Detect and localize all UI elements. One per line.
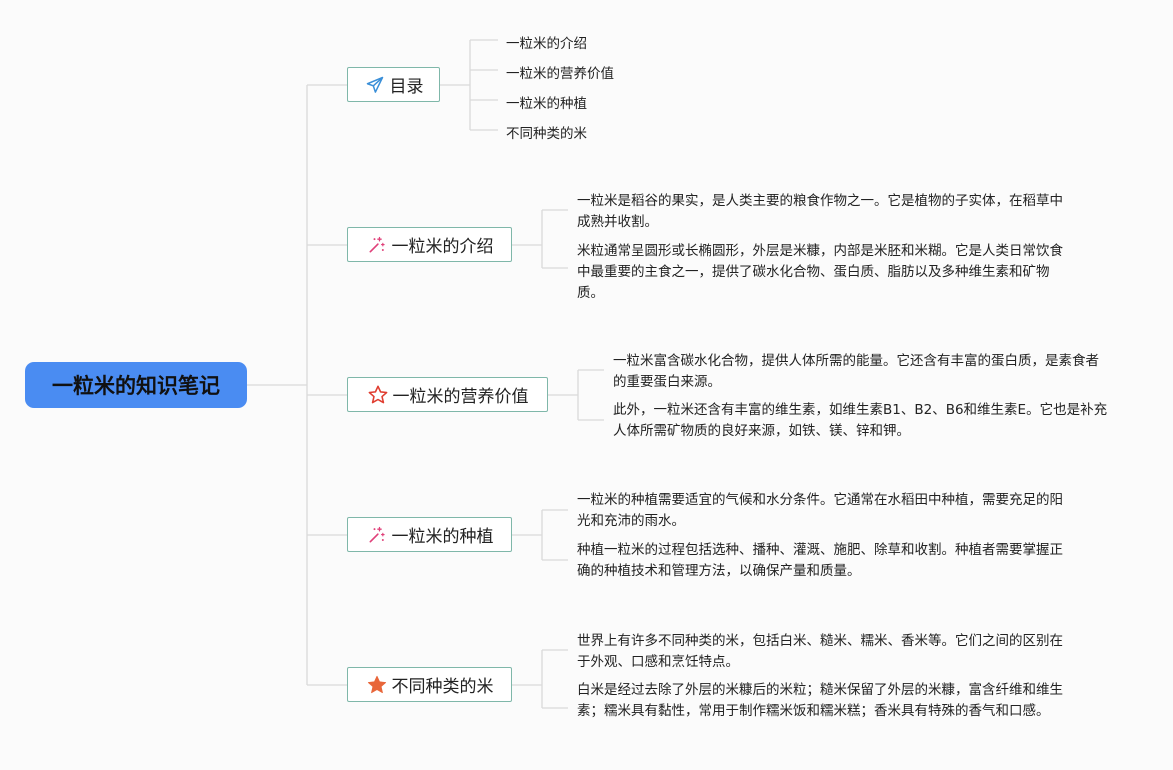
planting-paragraph-2: 种植一粒米的过程包括选种、播种、灌溉、施肥、除草和收割。种植者需要掌握正确的种植… xyxy=(577,542,1063,579)
topic-varieties-label: 不同种类的米 xyxy=(391,677,494,697)
intro-paragraph-1: 一粒米是稻谷的果实，是人类主要的粮食作物之一。它是植物的子实体，在稻草中成熟并收… xyxy=(577,193,1063,230)
sparkle-wand-icon xyxy=(366,524,388,546)
star-filled-icon xyxy=(366,674,388,696)
topic-intro[interactable]: 一粒米的介绍 xyxy=(347,227,512,262)
topic-planting-label: 一粒米的种植 xyxy=(391,527,494,547)
topic-planting[interactable]: 一粒米的种植 xyxy=(347,517,512,552)
paper-plane-icon xyxy=(364,74,386,96)
toc-item-planting[interactable]: 一粒米的种植 xyxy=(506,96,587,112)
topic-nutrition-label: 一粒米的营养价值 xyxy=(392,387,529,407)
toc-item-intro[interactable]: 一粒米的介绍 xyxy=(506,36,587,52)
nutrition-paragraph-1: 一粒米富含碳水化合物，提供人体所需的能量。它还含有丰富的蛋白质，是素食者的重要蛋… xyxy=(613,353,1099,390)
nutrition-paragraph-2: 此外，一粒米还含有丰富的维生素，如维生素B1、B2、B6和维生素E。它也是补充人… xyxy=(613,402,1108,439)
root-topic-label: 一粒米的知识笔记 xyxy=(52,374,220,398)
intro-paragraph-2: 米粒通常呈圆形或长椭圆形，外层是米糠，内部是米胚和米糊。它是人类日常饮食中最重要… xyxy=(577,243,1063,301)
toc-item-varieties[interactable]: 不同种类的米 xyxy=(506,126,587,142)
topic-intro-label: 一粒米的介绍 xyxy=(391,237,494,257)
topic-nutrition[interactable]: 一粒米的营养价值 xyxy=(347,377,548,412)
root-topic[interactable]: 一粒米的知识笔记 xyxy=(25,362,247,408)
topic-toc[interactable]: 目录 xyxy=(347,67,440,102)
varieties-paragraph-2: 白米是经过去除了外层的米糠后的米粒；糙米保留了外层的米糠，富含纤维和维生素；糯米… xyxy=(577,682,1063,719)
planting-paragraph-1: 一粒米的种植需要适宜的气候和水分条件。它通常在水稻田中种植，需要充足的阳光和充沛… xyxy=(577,492,1063,529)
topic-toc-label: 目录 xyxy=(389,77,424,97)
star-outline-icon xyxy=(367,384,389,406)
sparkle-wand-icon xyxy=(366,234,388,256)
varieties-paragraph-1: 世界上有许多不同种类的米，包括白米、糙米、糯米、香米等。它们之间的区别在于外观、… xyxy=(577,633,1063,670)
topic-varieties[interactable]: 不同种类的米 xyxy=(347,667,512,702)
toc-item-nutrition[interactable]: 一粒米的营养价值 xyxy=(506,66,614,82)
